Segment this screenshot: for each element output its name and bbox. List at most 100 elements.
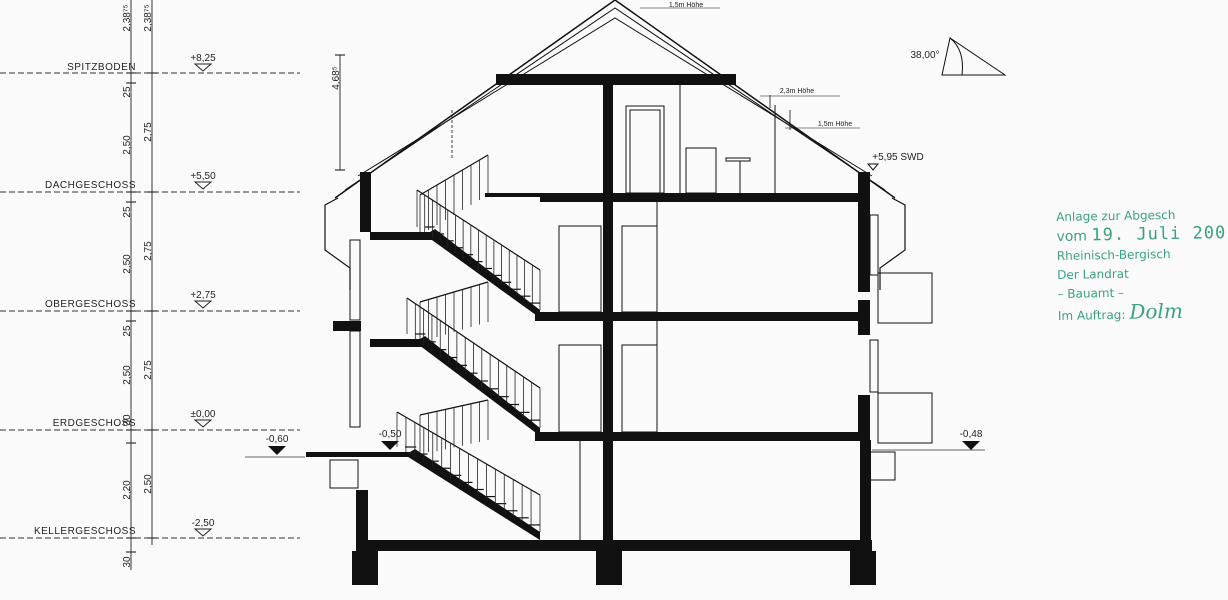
dim-outer: 2,50: [122, 254, 133, 274]
basement-slab: [356, 540, 872, 551]
window-right: [869, 339, 879, 393]
dimension-values: 2,38⁷⁵ 25 2,50 25 2,50 25 2,50 30 2,20 3…: [122, 4, 342, 567]
elevation-triangle: [193, 181, 213, 190]
level-name: ERDGESCHOSS: [53, 418, 136, 429]
height-note: 1,5m Höhe: [669, 2, 703, 9]
roof-angle-marker: [941, 37, 1007, 76]
foundation: [352, 551, 378, 585]
window-basement: [869, 451, 896, 481]
door: [621, 225, 658, 313]
dim-inner: 2,75: [143, 360, 154, 380]
stair-flight-slab: [425, 229, 540, 318]
ground-elevation: -0,50: [379, 429, 402, 440]
elevation-triangle: [193, 419, 213, 428]
level-labels: SPITZBODEN DACHGESCHOSS OBERGESCHOSS ERD…: [34, 53, 216, 537]
dim-roof-height: 4,68⁵: [331, 66, 342, 90]
dimension-chain: [126, 0, 345, 570]
level-name: DACHGESCHOSS: [45, 180, 136, 191]
dim-outer: 2,50: [122, 365, 133, 385]
dim-outer: 2,38⁷⁵: [122, 4, 133, 31]
wall-left: [360, 172, 371, 232]
slab-obergeschoss: [535, 312, 870, 321]
ground-triangle: [962, 441, 980, 450]
window-left: [349, 330, 361, 428]
level-elevation: -2,50: [192, 518, 215, 529]
level-name: OBERGESCHOSS: [45, 299, 136, 310]
staircase: [396, 154, 541, 540]
section-drawing: SPITZBODEN DACHGESCHOSS OBERGESCHOSS ERD…: [0, 0, 1007, 585]
dim-outer: 30: [122, 414, 133, 426]
roof-angle-label: 38,00°: [910, 50, 939, 61]
wall-right: [858, 172, 870, 292]
approval-stamp: Anlage zur Abgesch vom 19. Juli 200 Rhei…: [1056, 205, 1226, 326]
ground: [245, 449, 985, 458]
slab-erdgeschoss: [535, 432, 870, 441]
level-elevation: +2,75: [190, 290, 216, 301]
ground-triangle: [381, 441, 399, 450]
ground-markers: [268, 441, 980, 455]
wall-right: [858, 395, 870, 432]
level-elevation: +5,50: [190, 171, 216, 182]
collar-beam: [496, 74, 736, 85]
window-right: [869, 214, 879, 276]
stamp-date-prefix: vom: [1056, 228, 1088, 245]
level-name: SPITZBODEN: [67, 62, 136, 73]
stamp-line: Der Landrat: [1057, 266, 1129, 282]
elevation-triangle: [193, 300, 213, 309]
structure: [306, 74, 876, 585]
ground-elevation: -0,48: [960, 429, 983, 440]
angle-arc: [949, 37, 963, 76]
door: [621, 344, 658, 433]
level-elevation: +8,25: [190, 53, 216, 64]
dim-inner: 2,75: [143, 241, 154, 261]
foundation: [596, 551, 622, 585]
stamp-auftrag: Im Auftrag:: [1057, 307, 1126, 323]
dim-outer: 25: [122, 325, 133, 337]
ground-elevation: -0,60: [266, 434, 289, 445]
slab-dachgeschoss: [540, 193, 870, 202]
height-note: 2,3m Höhe: [780, 88, 814, 95]
window-left: [349, 239, 361, 321]
gutter-left: [324, 197, 351, 290]
angle-triangle: [941, 37, 1007, 76]
stair-flight-slab: [405, 449, 540, 540]
door: [558, 344, 602, 433]
elevation-triangle: [193, 63, 213, 72]
elevation-triangle: [193, 528, 213, 537]
gutters: [324, 197, 906, 290]
landing: [370, 339, 425, 347]
stamp-signature: Dolm: [1129, 298, 1183, 324]
wall-right-basement: [860, 440, 871, 540]
door: [558, 225, 602, 313]
dim-inner: 2,75: [143, 122, 154, 142]
wall-left-basement: [356, 490, 368, 540]
core-wall: [603, 85, 613, 540]
gutter-right: [879, 197, 906, 290]
dim-outer: 2,20: [122, 480, 133, 500]
dim-inner: 2,50: [143, 474, 154, 494]
dim-outer: 25: [122, 86, 133, 98]
balcony-right: [877, 272, 933, 324]
interior-lines: [329, 85, 933, 540]
level-elevation: ±0,00: [191, 409, 216, 420]
level-name: KELLERGESCHOSS: [34, 526, 136, 537]
elevation-markers: [193, 63, 213, 537]
foundation: [850, 551, 876, 585]
window-basement: [329, 459, 359, 489]
dim-inner: 2,38⁷⁵: [143, 4, 154, 31]
cabinet: [685, 147, 717, 194]
stamp-line: Im Auftrag:Dolm: [1057, 298, 1208, 326]
dim-outer: 2,50: [122, 135, 133, 155]
dim-outer: 25: [122, 206, 133, 218]
roof-inner-line: [344, 7, 886, 191]
roof-rafter-line: [357, 17, 873, 177]
stamp-date-value: 19. Juli 200: [1091, 223, 1227, 246]
stair-flight-slab: [415, 336, 540, 436]
roof-outer-line: [334, 0, 896, 199]
height-note: 1,5m Höhe: [818, 121, 852, 128]
door: [625, 105, 665, 194]
wall-right: [858, 300, 870, 335]
dim-outer: 30: [122, 556, 133, 568]
eaves-elevation: +5,95 SWD: [872, 152, 923, 163]
balcony-right: [877, 392, 933, 444]
